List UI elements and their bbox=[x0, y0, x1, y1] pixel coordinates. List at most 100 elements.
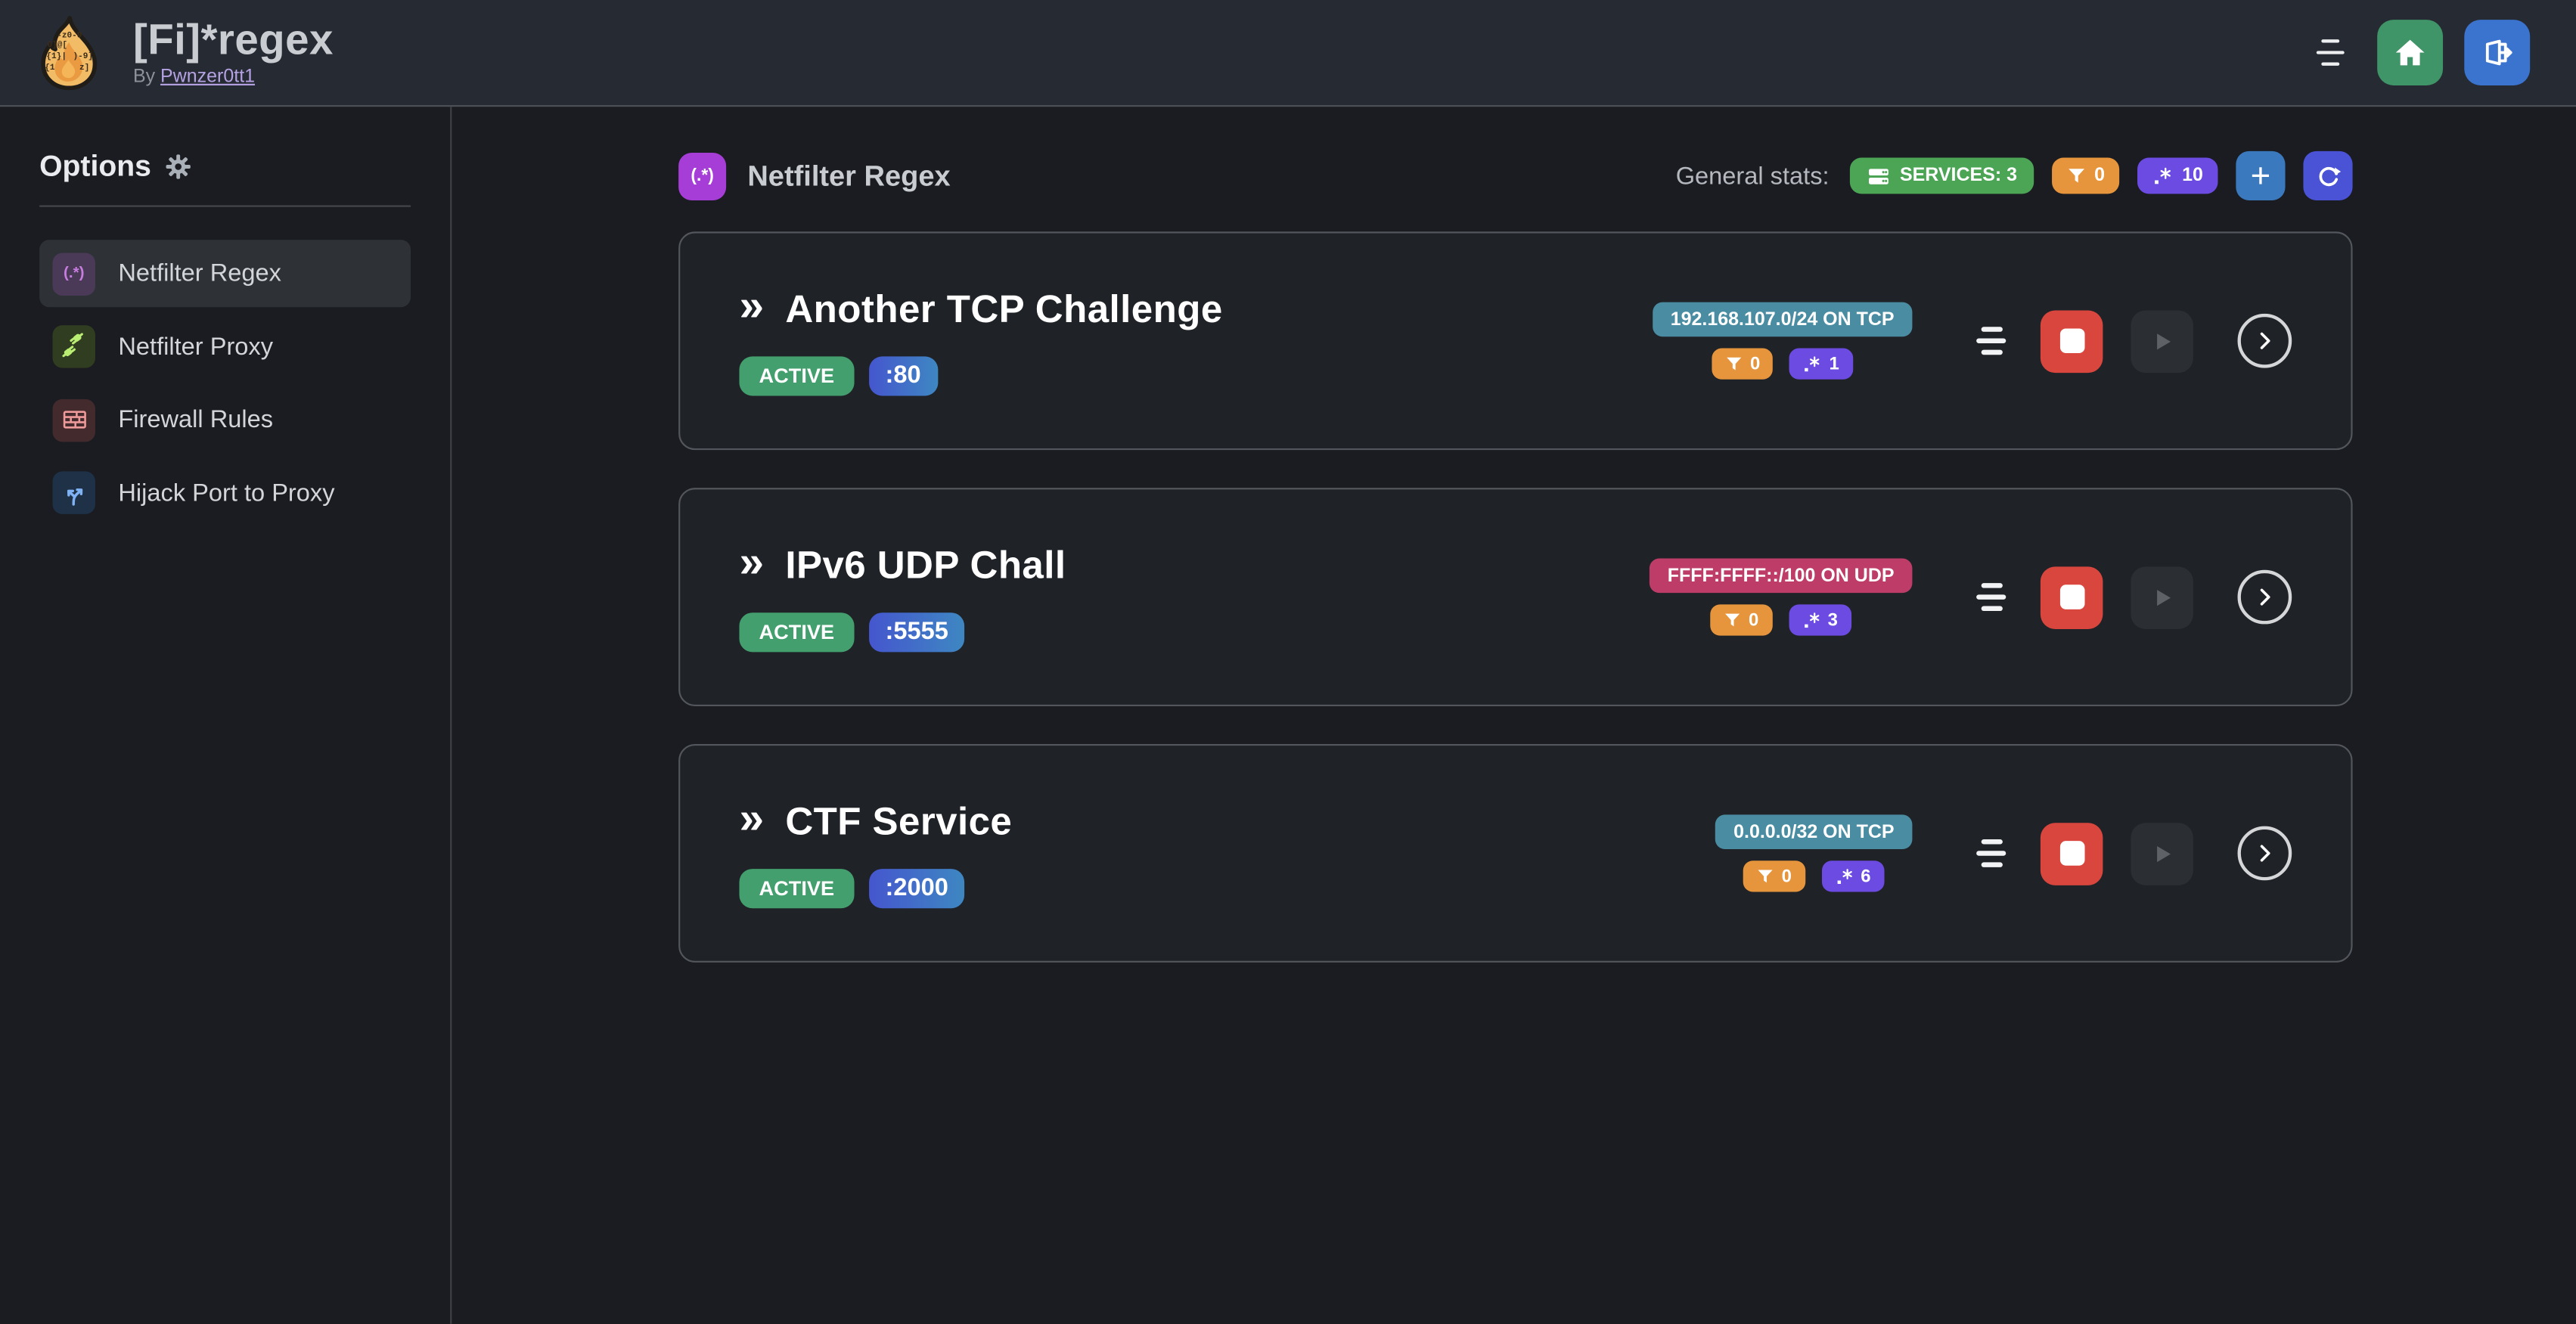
card-menu-icon[interactable] bbox=[1976, 583, 2006, 611]
expand-button[interactable] bbox=[2237, 313, 2292, 368]
sidebar-divider bbox=[39, 205, 411, 207]
card-menu-icon[interactable] bbox=[1976, 839, 2006, 867]
filters-mini-count: 0 bbox=[1750, 354, 1761, 374]
play-button[interactable] bbox=[2131, 822, 2193, 885]
card-right: FFFF:FFFF::/100 ON UDP 0 3 bbox=[1649, 558, 2292, 636]
sidebar-item-netfilter-regex[interactable]: (.*) Netfilter Regex bbox=[39, 240, 411, 308]
status-badge: ACTIVE bbox=[739, 868, 855, 908]
target-column: FFFF:FFFF::/100 ON UDP 0 3 bbox=[1649, 558, 1913, 636]
sidebar-item-label: Firewall Rules bbox=[118, 405, 274, 434]
logout-button[interactable] bbox=[2464, 20, 2531, 85]
expand-button[interactable] bbox=[2237, 569, 2292, 625]
svg-text:z]: z] bbox=[79, 63, 89, 72]
options-heading: Options bbox=[39, 150, 411, 184]
play-button[interactable] bbox=[2131, 309, 2193, 373]
regexes-mini-badge: 6 bbox=[1821, 860, 1884, 892]
general-stats: General stats: bbox=[1675, 150, 2353, 201]
byline: By Pwnzer0tt1 bbox=[133, 67, 334, 87]
filters-mini-badge: 0 bbox=[1711, 604, 1772, 636]
sidebar-item-label: Netfilter Proxy bbox=[118, 332, 274, 361]
service-name: Another TCP Challenge bbox=[785, 287, 1223, 330]
regexes-count: 10 bbox=[2182, 166, 2203, 186]
regex-glyph-icon bbox=[1803, 354, 1823, 374]
service-card: » IPv6 UDP Chall ACTIVE :5555 FFFF:FFFF:… bbox=[678, 488, 2353, 707]
svg-text:)-9]: )-9] bbox=[73, 51, 94, 60]
sidebar-nav: (.*) Netfilter Regex bbox=[39, 240, 411, 526]
target-badge: FFFF:FFFF::/100 ON UDP bbox=[1649, 558, 1913, 594]
author-link[interactable]: Pwnzer0tt1 bbox=[160, 67, 256, 88]
logout-icon bbox=[2479, 35, 2515, 71]
stats-label: General stats: bbox=[1675, 161, 1830, 190]
card-right: 0.0.0.0/32 ON TCP 0 6 bbox=[1715, 814, 2292, 892]
port-badge: :5555 bbox=[868, 612, 965, 652]
play-icon bbox=[2147, 582, 2177, 612]
refresh-button[interactable] bbox=[2303, 150, 2353, 201]
section-title: Netfilter Regex bbox=[747, 158, 951, 192]
filters-mini-count: 0 bbox=[1781, 866, 1792, 886]
header-actions bbox=[2316, 20, 2531, 85]
service-card: » Another TCP Challenge ACTIVE :80 192.1… bbox=[678, 231, 2353, 451]
regex-glyph-icon bbox=[1802, 610, 1821, 630]
regexes-mini-badge: 1 bbox=[1789, 348, 1853, 380]
layout: Options bbox=[0, 107, 2576, 1324]
sidebar-item-netfilter-proxy[interactable]: Netfilter Proxy bbox=[39, 313, 411, 380]
byline-prefix: By bbox=[132, 67, 156, 88]
regexes-badge: 10 bbox=[2137, 157, 2218, 194]
stop-icon bbox=[2059, 841, 2084, 866]
play-button[interactable] bbox=[2131, 566, 2193, 628]
double-chevron-icon: » bbox=[739, 280, 765, 330]
svg-text:-z0-9: -z0-9 bbox=[57, 30, 82, 39]
filters-mini-count: 0 bbox=[1749, 609, 1759, 631]
gear-icon bbox=[164, 153, 192, 181]
regex-glyph-icon bbox=[2152, 165, 2174, 186]
app-header: -z0-9 0}@[ {1}| )-9] {1 z] [Fi]*regex By… bbox=[0, 0, 2576, 107]
card-left: » CTF Service ACTIVE :2000 bbox=[739, 795, 1012, 908]
target-badge: 0.0.0.0/32 ON TCP bbox=[1715, 814, 1913, 850]
stop-button[interactable] bbox=[2040, 566, 2103, 628]
regexes-mini-count: 1 bbox=[1829, 354, 1839, 374]
play-icon bbox=[2147, 326, 2177, 355]
chevron-right-icon bbox=[2251, 583, 2279, 611]
expand-button[interactable] bbox=[2237, 826, 2292, 881]
server-icon bbox=[1867, 163, 1892, 188]
target-column: 192.168.107.0/24 ON TCP 0 1 bbox=[1652, 302, 1913, 380]
brick-wall-icon bbox=[52, 398, 95, 442]
filters-badge: 0 bbox=[2051, 157, 2120, 194]
target-badge: 192.168.107.0/24 ON TCP bbox=[1652, 302, 1913, 337]
status-badge: ACTIVE bbox=[739, 612, 855, 652]
stop-button[interactable] bbox=[2040, 309, 2103, 373]
card-right: 192.168.107.0/24 ON TCP 0 1 bbox=[1652, 302, 2292, 380]
menu-icon[interactable] bbox=[2316, 39, 2345, 67]
sidebar-item-firewall-rules[interactable]: Firewall Rules bbox=[39, 386, 411, 453]
add-service-button[interactable]: + bbox=[2236, 150, 2286, 201]
funnel-icon bbox=[1724, 611, 1742, 629]
section-header: (.*) Netfilter Regex General stats: bbox=[678, 150, 2353, 201]
section-regex-icon: (.*) bbox=[678, 151, 727, 200]
svg-text:0}@[: 0}@[ bbox=[47, 40, 67, 49]
status-badge: ACTIVE bbox=[739, 355, 855, 395]
double-chevron-icon: » bbox=[739, 536, 765, 586]
home-button[interactable] bbox=[2377, 20, 2444, 85]
stop-button[interactable] bbox=[2040, 822, 2103, 885]
funnel-icon bbox=[1725, 355, 1743, 373]
filters-mini-badge: 0 bbox=[1712, 348, 1774, 380]
regexes-mini-count: 6 bbox=[1861, 866, 1871, 886]
title-block: [Fi]*regex By Pwnzer0tt1 bbox=[133, 18, 334, 87]
regex-icon: (.*) bbox=[52, 252, 95, 295]
card-menu-icon[interactable] bbox=[1976, 327, 2006, 355]
stop-icon bbox=[2059, 328, 2084, 354]
regexes-mini-count: 3 bbox=[1827, 609, 1838, 631]
sidebar-item-hijack-port[interactable]: Hijack Port to Proxy bbox=[39, 459, 411, 526]
regex-glyph-icon bbox=[1834, 867, 1854, 886]
double-chevron-icon: » bbox=[739, 792, 765, 842]
filters-mini-badge: 0 bbox=[1743, 860, 1805, 892]
stop-icon bbox=[2059, 584, 2084, 609]
funnel-icon bbox=[1757, 867, 1775, 885]
regexes-mini-badge: 3 bbox=[1788, 604, 1851, 636]
refresh-icon bbox=[2314, 162, 2342, 190]
main-content: (.*) Netfilter Regex General stats: bbox=[452, 107, 2576, 1324]
card-left: » IPv6 UDP Chall ACTIVE :5555 bbox=[739, 536, 1066, 652]
service-card: » CTF Service ACTIVE :2000 0.0.0.0/32 ON… bbox=[678, 744, 2353, 963]
services-badge: SERVICES: 3 bbox=[1850, 157, 2034, 194]
